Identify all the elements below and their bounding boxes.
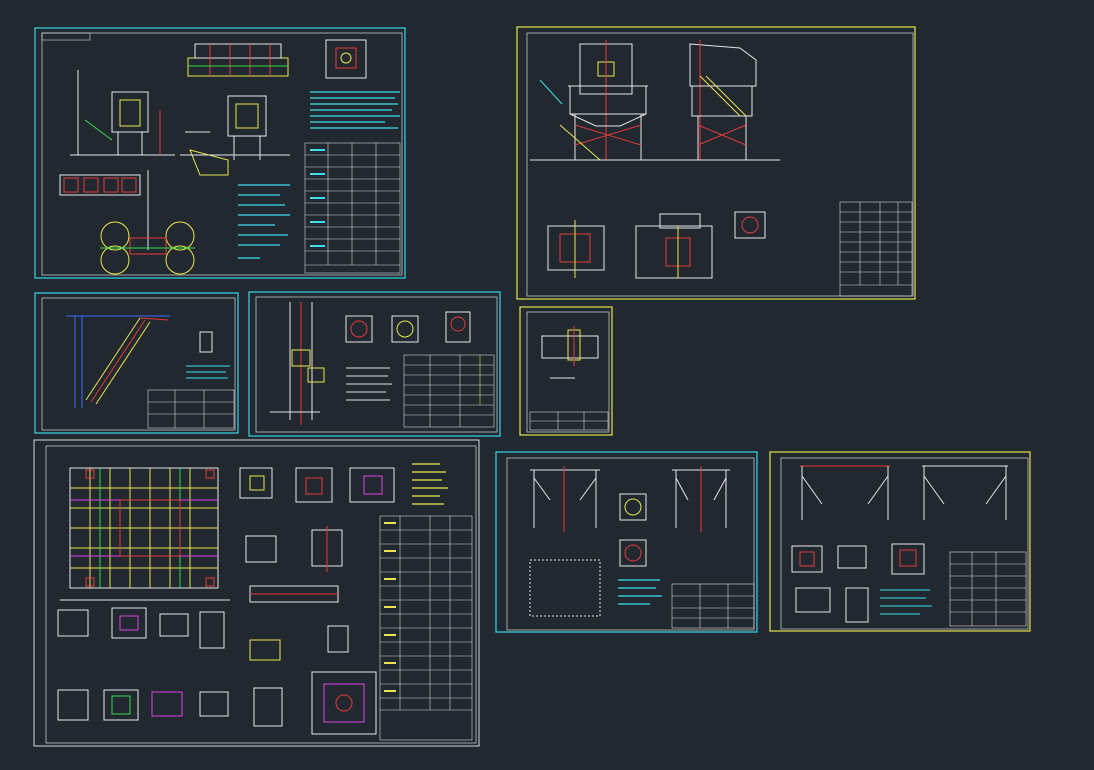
notes-text-block-6 bbox=[412, 463, 448, 505]
bill-of-materials-table-6 bbox=[379, 515, 473, 741]
bill-of-materials-table bbox=[304, 142, 401, 274]
notes-text-block-8 bbox=[880, 589, 932, 615]
portal-frame-elevation bbox=[530, 466, 730, 532]
bill-of-materials-table-4 bbox=[403, 354, 495, 428]
base-plate-plan bbox=[529, 559, 601, 617]
title-block-table-7 bbox=[671, 583, 755, 629]
portal-frame-sections bbox=[619, 493, 647, 567]
sheet-foundation-plan[interactable] bbox=[33, 439, 480, 747]
node-details bbox=[239, 467, 395, 735]
conveyor-elevation bbox=[66, 315, 213, 408]
silo-elevation-front bbox=[530, 40, 680, 161]
notes-text-block-7 bbox=[618, 579, 662, 605]
sheet-small-detail[interactable] bbox=[519, 306, 613, 436]
column-elevation bbox=[270, 302, 325, 425]
silo-base-plan bbox=[547, 211, 766, 279]
sheet-portal-frame[interactable] bbox=[495, 451, 758, 633]
bill-of-materials-table-8 bbox=[949, 551, 1027, 627]
silo-plan-view bbox=[59, 170, 195, 275]
support-frame-elevation bbox=[800, 465, 1008, 520]
title-block-table bbox=[839, 201, 913, 297]
sheet-column-detail[interactable] bbox=[248, 291, 501, 437]
notes-text-block-3 bbox=[186, 365, 230, 379]
sheet-support-frame[interactable] bbox=[769, 451, 1031, 632]
title-block-table-3 bbox=[147, 389, 235, 429]
plate-detail bbox=[541, 326, 599, 379]
support-frame-details bbox=[791, 543, 925, 623]
sheet-inclined-conveyor[interactable] bbox=[34, 292, 239, 434]
hopper-row-plan bbox=[187, 43, 289, 77]
flange-detail-small bbox=[325, 39, 367, 79]
title-block-table-5 bbox=[529, 411, 609, 431]
column-sections bbox=[345, 311, 471, 343]
bolt-details-row bbox=[57, 607, 229, 721]
silo-elevation-middle bbox=[180, 95, 290, 176]
notes-text-block-4 bbox=[346, 367, 392, 401]
silo-elevation-side bbox=[680, 40, 780, 161]
sheet-silo-elevation[interactable] bbox=[516, 26, 916, 300]
silo-elevation-left bbox=[70, 70, 175, 156]
foundation-grid-plan bbox=[60, 467, 230, 601]
sheet-silo-general-arrangement[interactable] bbox=[34, 27, 406, 279]
notes-text-block bbox=[238, 91, 400, 259]
